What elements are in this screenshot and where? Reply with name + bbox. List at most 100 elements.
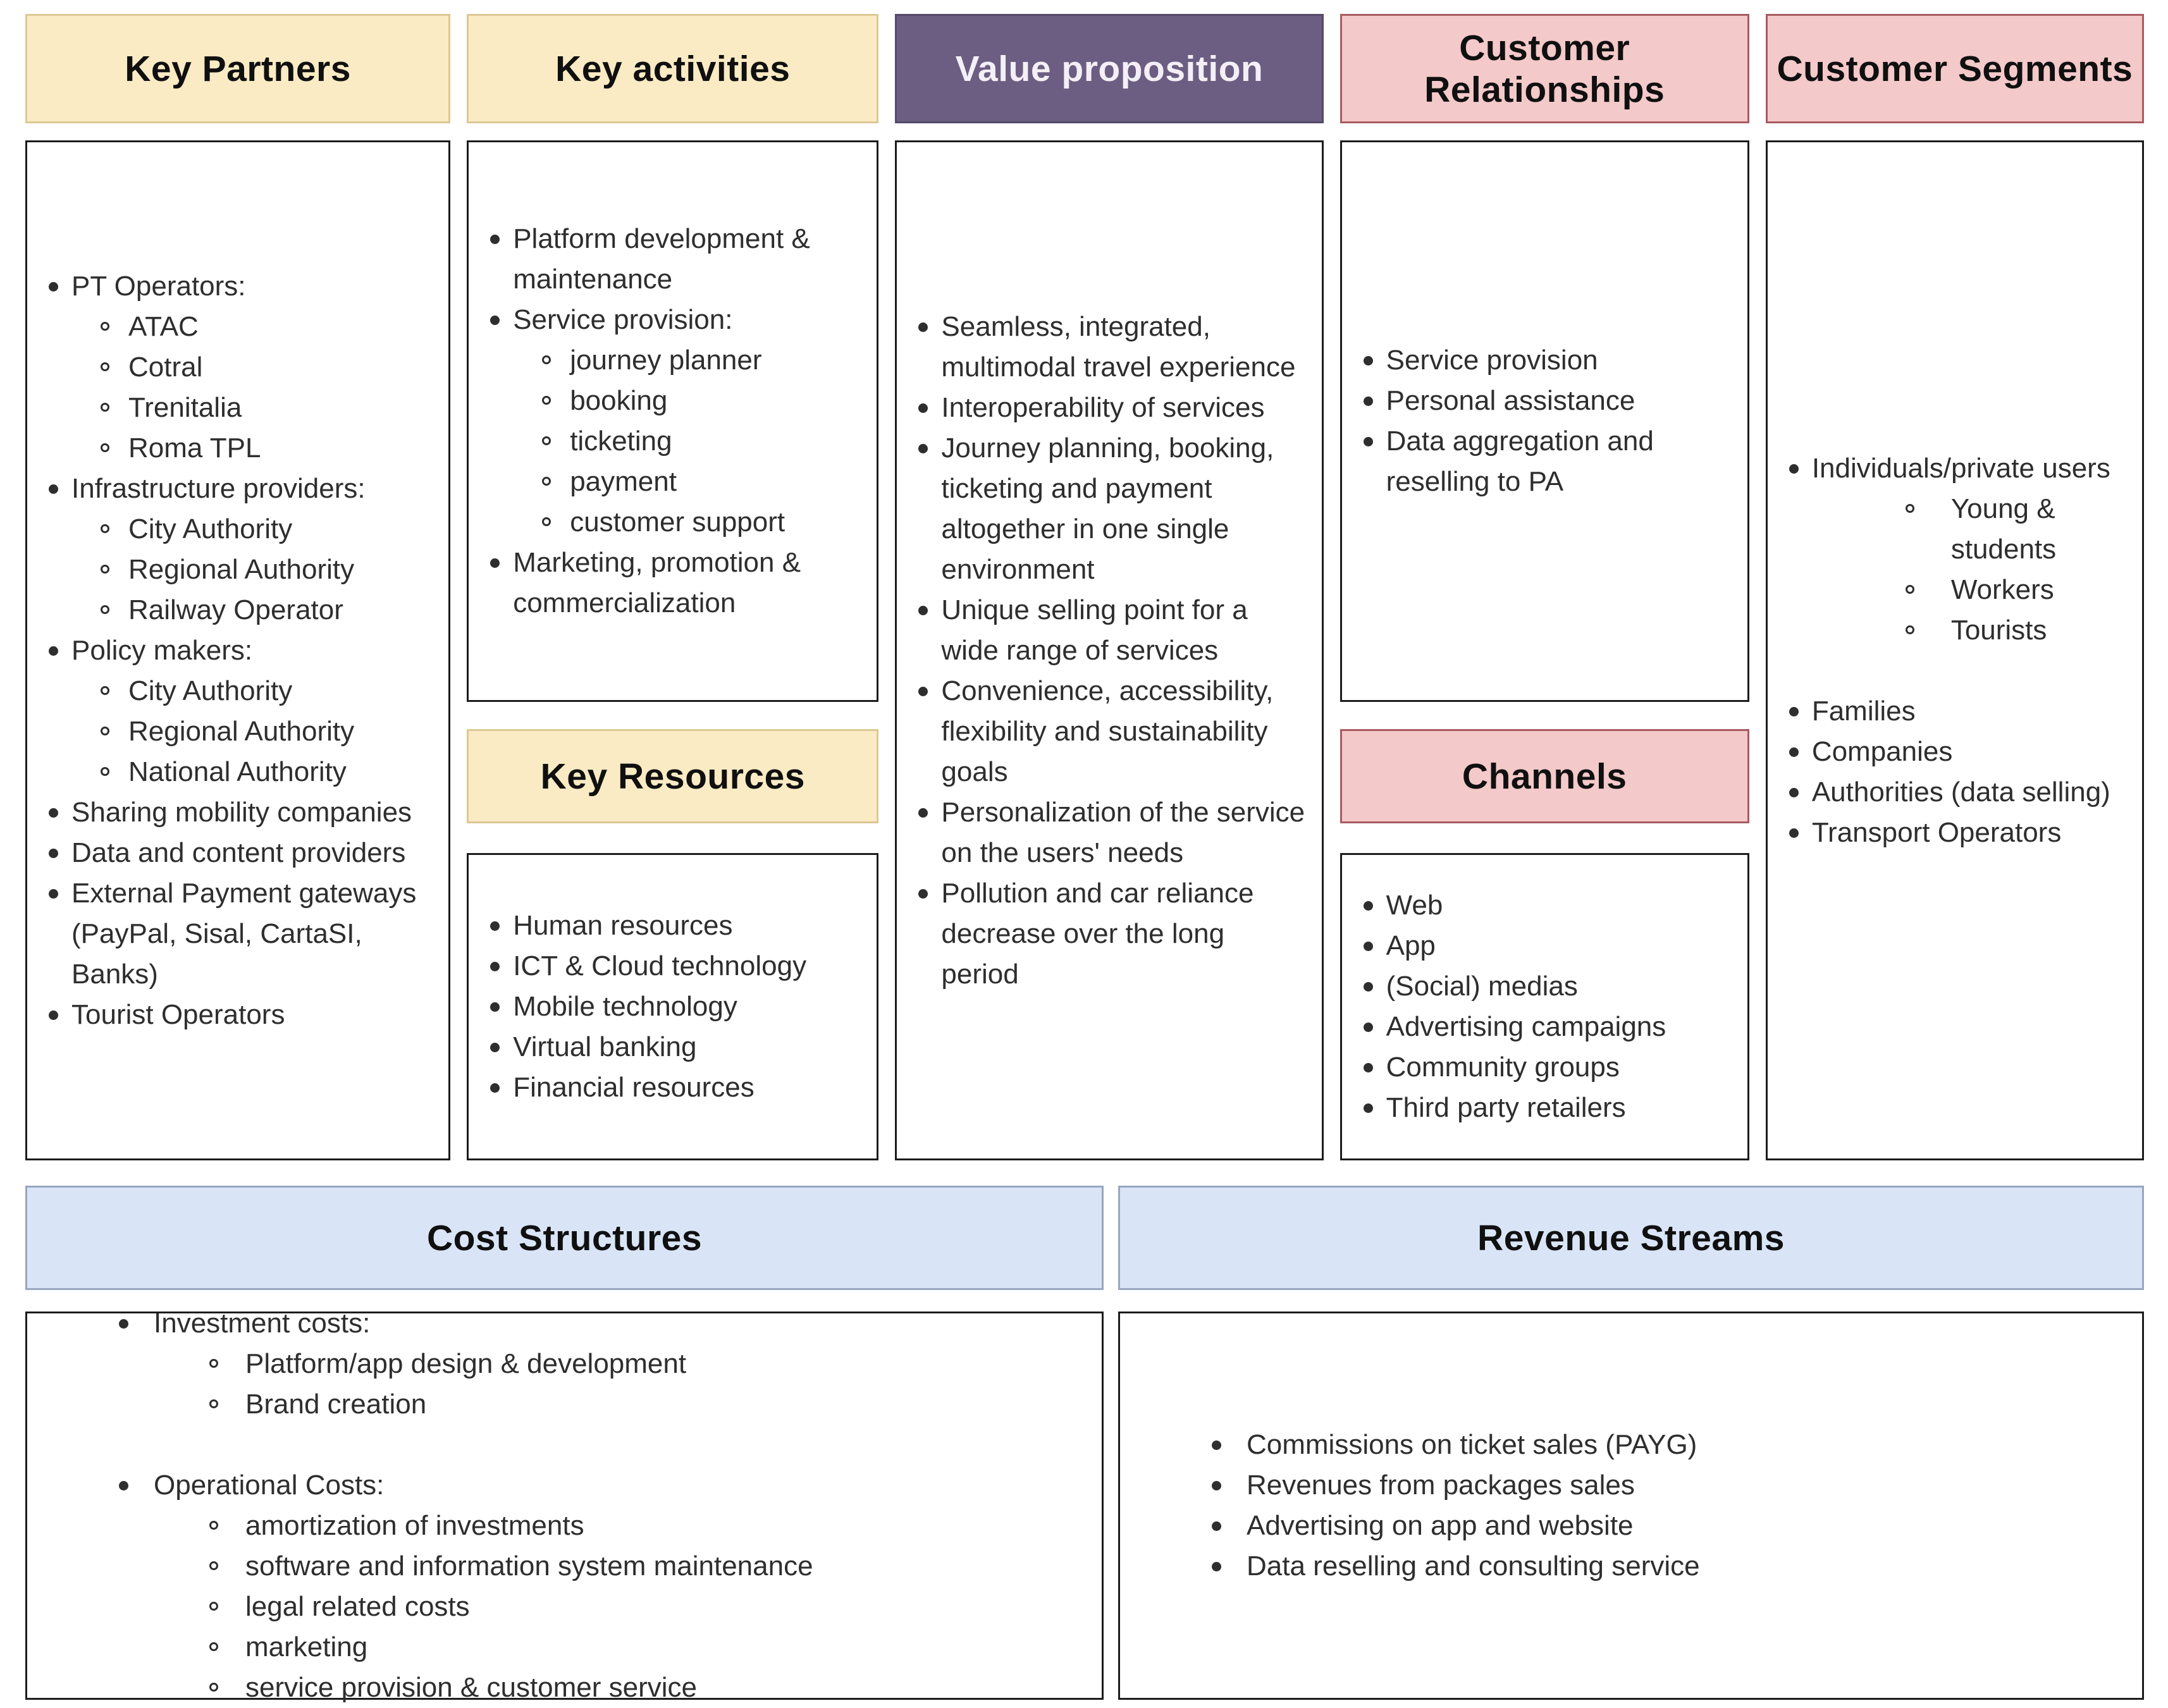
- sub-list-item: National Authority: [71, 752, 434, 792]
- sub-list-item: Tourists: [1812, 610, 2128, 651]
- revenue-streams-box: Commissions on ticket sales (PAYG)Revenu…: [1118, 1312, 2144, 1700]
- list-item-text: App: [1386, 930, 1436, 961]
- list-item-text: Individuals/private users: [1811, 452, 2110, 484]
- bullet-list: Seamless, integrated, multimodal travel …: [897, 307, 1307, 995]
- value-proposition-box: Seamless, integrated, multimodal travel …: [895, 140, 1324, 1160]
- list-item: Revenues from packages sales: [1120, 1465, 2128, 1506]
- list-item: Convenience, accessibility, flexibility …: [897, 671, 1307, 792]
- list-item-text: Third party retailers: [1386, 1092, 1626, 1123]
- list-item: Platform development & maintenance: [469, 219, 863, 300]
- list-item-text: Data and content providers: [71, 837, 406, 868]
- list-item: Transport Operators: [1768, 813, 2128, 853]
- revenue-streams-header: Revenue Streams: [1118, 1186, 2144, 1290]
- list-item: App: [1342, 926, 1734, 966]
- sub-list-item: amortization of investments: [154, 1506, 1088, 1546]
- list-item: Advertising campaigns: [1342, 1007, 1734, 1047]
- sub-list-item: City Authority: [71, 509, 434, 550]
- list-item: Data aggregation and reselling to PA: [1342, 421, 1734, 502]
- revenue-streams-title: Revenue Streams: [1477, 1217, 1785, 1258]
- list-item-text: Financial resources: [513, 1072, 754, 1103]
- sub-list-item: Cotral: [71, 347, 434, 388]
- sub-list-item: Regional Authority: [71, 550, 434, 590]
- sub-list-item: software and information system maintena…: [154, 1546, 1088, 1587]
- revenue-streams-column: Revenue Streams Commissions on ticket sa…: [1118, 1186, 2144, 1700]
- list-item-text: Mobile technology: [513, 991, 737, 1022]
- list-item-text: Service provision:: [513, 304, 733, 335]
- list-item: Personalization of the service on the us…: [897, 792, 1307, 873]
- sub-list-item: Platform/app design & development: [154, 1344, 1088, 1384]
- list-item-text: Sharing mobility companies: [71, 796, 412, 828]
- key-partners-title: Key Partners: [125, 48, 351, 89]
- list-item: Marketing, promotion & commercialization: [469, 543, 863, 624]
- value-proposition-column: Value proposition Seamless, integrated, …: [895, 14, 1324, 1160]
- sub-list-item: Trenitalia: [71, 388, 434, 428]
- sub-list-item: Young & students: [1812, 489, 2128, 570]
- list-item-text: Data reselling and consulting service: [1247, 1551, 1700, 1582]
- bullet-list: Commissions on ticket sales (PAYG)Revenu…: [1120, 1425, 2128, 1587]
- list-item: Journey planning, booking, ticketing and…: [897, 428, 1307, 590]
- list-item: Third party retailers: [1342, 1088, 1734, 1128]
- list-item: Data reselling and consulting service: [1120, 1546, 2128, 1587]
- list-item-text: Convenience, accessibility, flexibility …: [941, 675, 1274, 787]
- list-item: Human resources: [469, 906, 863, 946]
- list-item-text: Pollution and car reliance decrease over…: [941, 877, 1254, 990]
- sub-list-item: Brand creation: [154, 1384, 1088, 1425]
- list-item-text: Infrastructure providers:: [71, 472, 366, 504]
- cost-structures-column: Cost Structures Investment costs: Platfor…: [25, 1186, 1104, 1703]
- customer-relationships-column: Customer Relationships Service provision…: [1340, 14, 1749, 1160]
- list-item: Pollution and car reliance decrease over…: [897, 873, 1307, 995]
- list-item: Mobile technology: [469, 986, 863, 1027]
- list-item: (Social) medias: [1342, 966, 1734, 1007]
- cost-structures-box: Investment costs: Platform/app design & d…: [25, 1308, 1104, 1703]
- canvas-bottom-grid: Cost Structures Investment costs: Platfor…: [25, 1186, 2144, 1703]
- cost-structures-title: Cost Structures: [426, 1217, 703, 1258]
- list-item-text: Platform development & maintenance: [513, 223, 810, 295]
- list-item: Interoperability of services: [897, 388, 1307, 428]
- list-item-text: Unique selling point for a wide range of…: [941, 594, 1248, 666]
- list-item-text: Interoperability of services: [941, 391, 1265, 423]
- list-item-text: PT Operators:: [71, 270, 246, 302]
- list-item-text: Advertising on app and website: [1247, 1510, 1634, 1541]
- sub-list-item: City Authority: [71, 671, 434, 711]
- sub-list-item: Workers: [1812, 570, 2128, 610]
- list-item-text: Operational Costs:: [154, 1470, 385, 1501]
- customer-segments-title: Customer Segments: [1777, 48, 2133, 89]
- list-item: Authorities (data selling): [1768, 772, 2128, 813]
- customer-relationships-title: Customer Relationships: [1424, 27, 1665, 110]
- list-item: Unique selling point for a wide range of…: [897, 590, 1307, 671]
- list-item-text: Policy makers:: [71, 634, 253, 666]
- value-proposition-header: Value proposition: [895, 14, 1324, 123]
- list-item-text: Data aggregation and reselling to PA: [1386, 426, 1654, 497]
- sub-list-item: booking: [513, 381, 863, 421]
- list-item-text: ICT & Cloud technology: [513, 950, 807, 981]
- list-item: External Payment gateways (PayPal, Sisal…: [27, 873, 434, 995]
- list-item-text: Tourist Operators: [71, 998, 285, 1030]
- sub-list-item: service provision & customer service: [154, 1668, 1088, 1708]
- bullet-list: Investment costs: Platform/app design & d…: [27, 1303, 1088, 1708]
- list-item-text: Investment costs:: [154, 1308, 371, 1339]
- list-item: Operational Costs: amortization of invest…: [27, 1465, 1088, 1708]
- value-proposition-title: Value proposition: [955, 48, 1264, 89]
- list-item-text: Seamless, integrated, multimodal travel …: [941, 310, 1296, 383]
- list-item: Companies: [1768, 732, 2128, 772]
- list-item-text: Revenues from packages sales: [1247, 1470, 1635, 1501]
- list-item: Financial resources: [469, 1067, 863, 1108]
